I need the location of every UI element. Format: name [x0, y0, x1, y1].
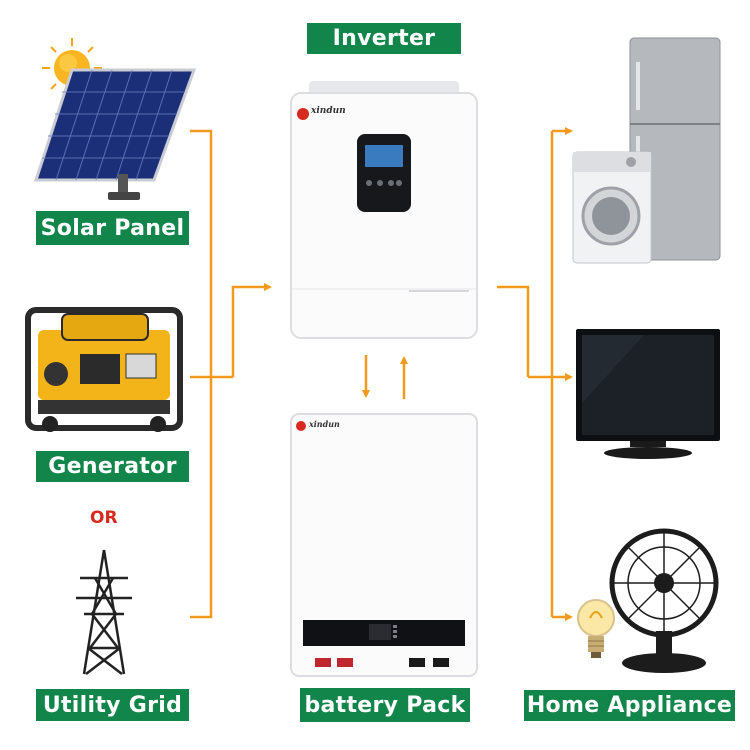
inverter-output-line [497, 287, 528, 377]
solar-panel-label: Solar Panel [36, 211, 189, 245]
inverter-brand-logo: xindun [311, 106, 346, 116]
inverter-unit: xindun [289, 79, 479, 340]
solar-panel-icon [28, 62, 198, 212]
battery-pack-label: battery Pack [300, 688, 470, 722]
battery-pack-unit: xindun [289, 412, 479, 678]
television-icon [574, 323, 724, 463]
utility-grid-label: Utility Grid [36, 689, 189, 721]
generator-label: Generator [36, 451, 189, 482]
desk-fan-icon [604, 525, 726, 675]
or-text: OR [90, 508, 118, 528]
inverter-label: Inverter [307, 23, 461, 54]
light-bulb-icon [576, 596, 616, 676]
battery-brand-logo: xindun [309, 419, 340, 429]
home-appliance-label: Home Appliance [524, 690, 735, 721]
power-tower-icon [74, 548, 134, 676]
washing-machine-icon [571, 150, 653, 265]
input-to-inverter-arrow [233, 287, 270, 377]
generator-icon [22, 304, 192, 439]
